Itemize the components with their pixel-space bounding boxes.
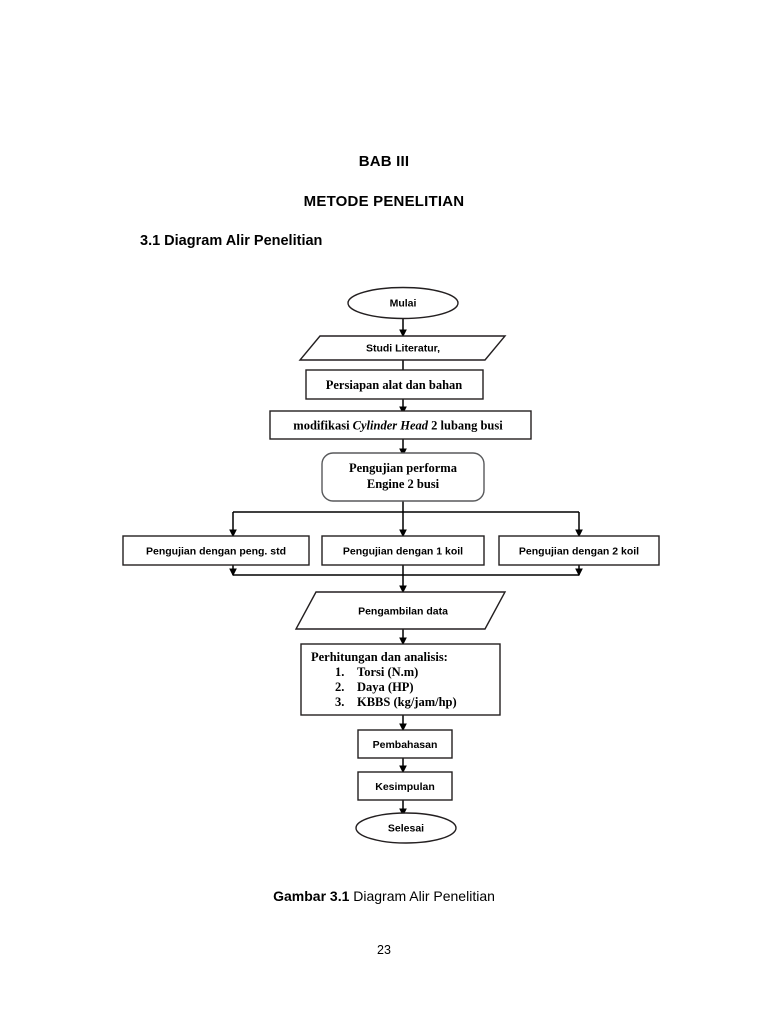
flow-node-branch-2koil-label: Pengujian dengan 2 koil xyxy=(519,546,639,558)
flow-node-branch-1koil[interactable]: Pengujian dengan 1 koil xyxy=(321,535,485,566)
flow-node-data-collection-label: Pengambilan data xyxy=(358,606,448,618)
figure-caption-label: Gambar 3.1 xyxy=(273,888,350,904)
chapter-title: METODE PENELITIAN xyxy=(303,193,465,210)
flow-node-preparation-label: Persiapan alat dan bahan xyxy=(326,378,463,392)
flow-connectors xyxy=(229,318,583,817)
flow-node-start-label: Mulai xyxy=(390,298,417,310)
flow-node-modification-part2: Cylinder Head xyxy=(353,419,429,433)
page-number: 23 xyxy=(377,943,391,957)
flow-node-conclusion-label: Kesimpulan xyxy=(375,781,435,793)
flow-node-analysis-title: Perhitungan dan analisis: xyxy=(311,650,448,664)
section-heading: 3.1 Diagram Alir Penelitian xyxy=(140,233,323,249)
flow-node-modification[interactable]: modifikasi Cylinder Head 2 lubang busi xyxy=(269,410,532,440)
chapter-heading: BAB III xyxy=(358,153,410,170)
flow-node-modification-label: modifikasi Cylinder Head 2 lubang busi xyxy=(293,419,503,433)
flow-node-modification-part3: 2 lubang busi xyxy=(428,419,503,433)
flow-node-branch-1koil-label: Pengujian dengan 1 koil xyxy=(343,546,463,558)
flowchart-figure: Mulai Studi Literatur, Persiapan alat da… xyxy=(0,275,768,855)
flow-node-analysis[interactable]: Perhitungan dan analisis: 1. Torsi (N.m)… xyxy=(300,643,501,716)
flow-node-data-collection[interactable]: Pengambilan data xyxy=(294,591,507,630)
flow-node-discussion-label: Pembahasan xyxy=(373,739,438,751)
figure-caption: Gambar 3.1 Diagram Alir Penelitian xyxy=(0,888,768,904)
flow-node-branch-2koil[interactable]: Pengujian dengan 2 koil xyxy=(498,535,660,566)
flow-node-discussion[interactable]: Pembahasan xyxy=(357,729,453,759)
flow-node-analysis-item-1-number: 1. xyxy=(335,665,344,679)
flow-node-analysis-item-2-number: 2. xyxy=(335,680,344,694)
flow-node-performance-test[interactable]: Pengujian performa Engine 2 busi xyxy=(321,452,485,502)
flow-node-literature-label: Studi Literatur, xyxy=(366,343,440,355)
flow-node-branch-std[interactable]: Pengujian dengan peng. std xyxy=(122,535,310,566)
figure-caption-text: Diagram Alir Penelitian xyxy=(353,888,495,904)
flow-node-branch-std-label: Pengujian dengan peng. std xyxy=(146,546,286,558)
flow-node-analysis-item-2-text: Daya (HP) xyxy=(357,680,414,694)
flow-node-performance-line1: Pengujian performa xyxy=(349,461,458,475)
flow-node-performance-line2: Engine 2 busi xyxy=(367,477,440,491)
flow-node-literature[interactable]: Studi Literatur, xyxy=(298,335,507,361)
flow-node-end-label: Selesai xyxy=(388,823,424,835)
flow-node-analysis-item-3-number: 3. xyxy=(335,695,344,709)
flow-node-conclusion[interactable]: Kesimpulan xyxy=(357,771,453,801)
flow-node-analysis-item-3-text: KBBS (kg/jam/hp) xyxy=(357,695,457,709)
flow-node-analysis-item-1-text: Torsi (N.m) xyxy=(357,665,418,679)
flow-node-end[interactable]: Selesai xyxy=(355,812,457,844)
flow-node-modification-part1: modifikasi xyxy=(293,419,352,433)
flow-node-preparation[interactable]: Persiapan alat dan bahan xyxy=(305,369,484,400)
flow-node-start[interactable]: Mulai xyxy=(347,286,459,320)
